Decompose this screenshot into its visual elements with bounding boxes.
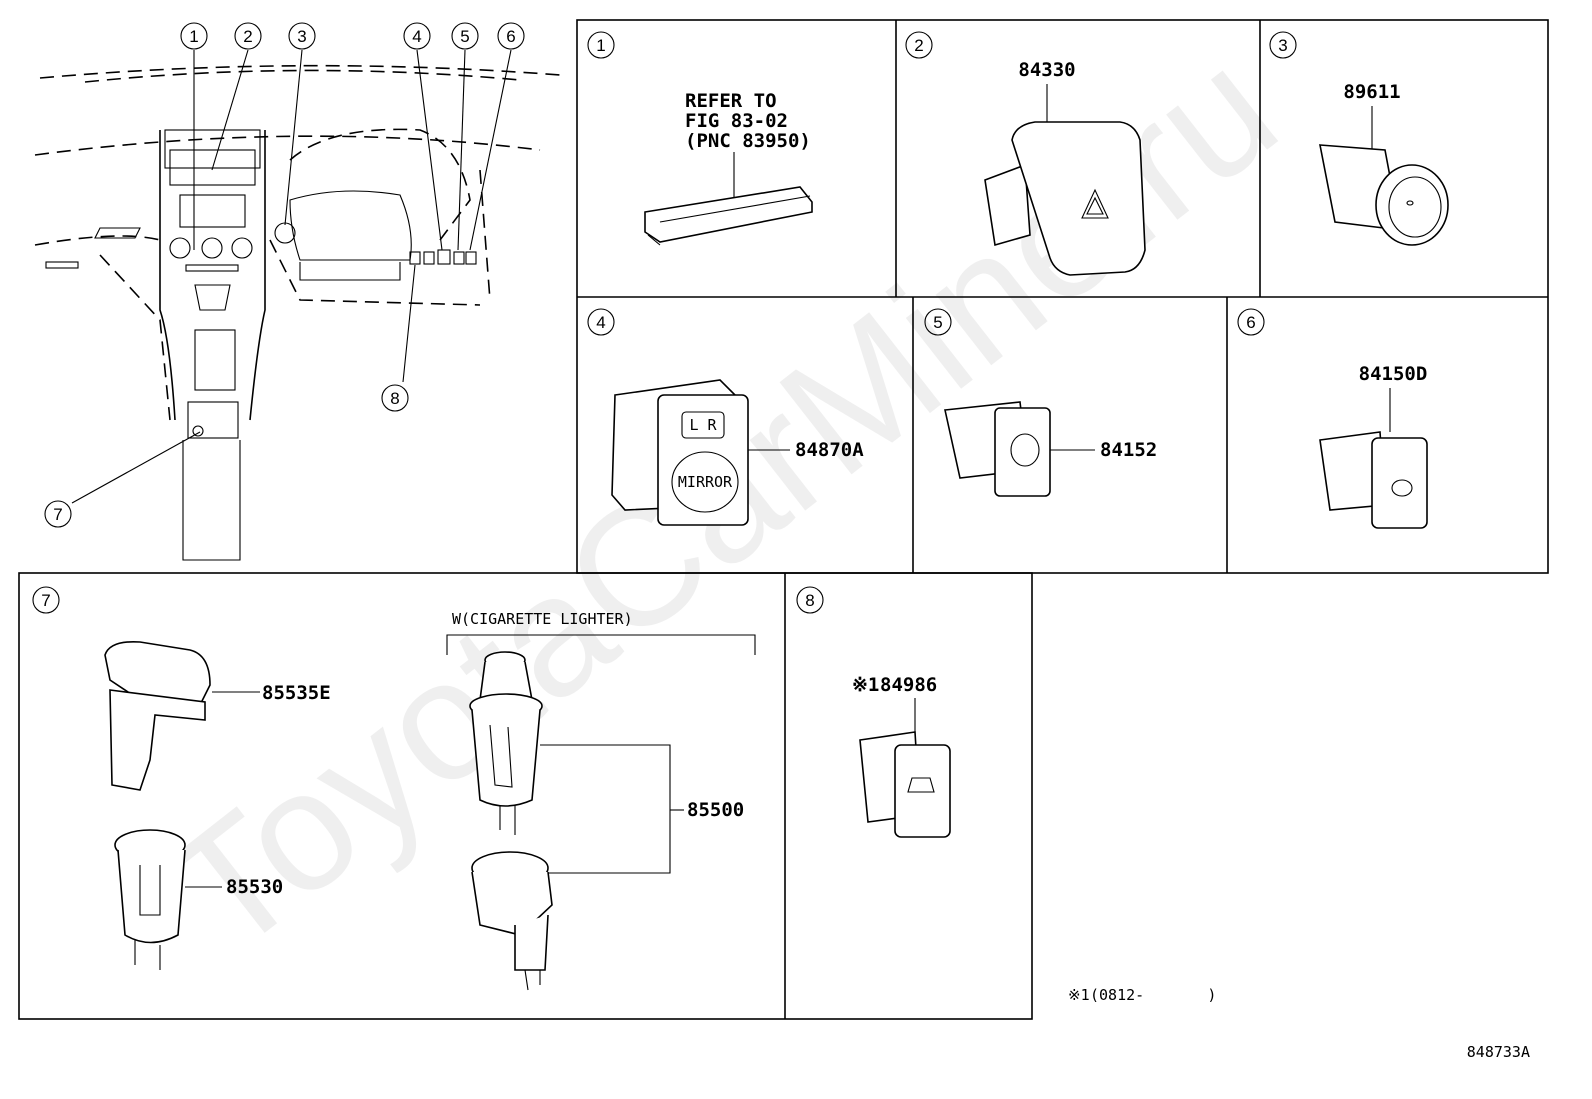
mirror-lr-label: L R bbox=[689, 416, 717, 434]
cigarette-lighter-label: W(CIGARETTE LIGHTER) bbox=[452, 610, 633, 628]
figure-code: 848733A bbox=[1467, 1043, 1530, 1061]
mirror-label: MIRROR bbox=[678, 473, 733, 491]
overview-callout-6: 6 bbox=[497, 22, 525, 50]
part-number-84870A: 84870A bbox=[795, 439, 864, 461]
panel-3: 3 89611 bbox=[1269, 31, 1449, 246]
svg-text:7: 7 bbox=[53, 505, 62, 524]
svg-text:3: 3 bbox=[1278, 36, 1287, 55]
footnote-text: (0812- ) bbox=[1090, 986, 1216, 1004]
refer-line-2: FIG 83-02 bbox=[685, 110, 788, 132]
svg-text:6: 6 bbox=[1246, 313, 1255, 332]
svg-text:4: 4 bbox=[412, 27, 421, 46]
footnote: ※1 (0812- ) bbox=[1068, 986, 1216, 1004]
svg-text:3: 3 bbox=[297, 27, 306, 46]
svg-text:2: 2 bbox=[914, 36, 923, 55]
refer-line-1: REFER TO bbox=[685, 90, 777, 112]
svg-text:8: 8 bbox=[805, 591, 814, 610]
overview-callout-3: 3 bbox=[288, 22, 316, 50]
svg-text:5: 5 bbox=[460, 27, 469, 46]
overview-callout-1: 1 bbox=[180, 22, 208, 50]
panel-8-marker: ※1 bbox=[852, 674, 879, 696]
panel-5: 5 84152 bbox=[924, 308, 1157, 497]
part-number-84986: 84986 bbox=[880, 674, 937, 696]
refer-line-3: (PNC 83950) bbox=[685, 130, 811, 152]
panel-8: 8 ※1 84986 bbox=[796, 586, 951, 838]
panel-2: 2 84330 bbox=[905, 31, 1146, 276]
part-number-85530: 85530 bbox=[226, 876, 283, 898]
part-number-84150D: 84150D bbox=[1359, 363, 1428, 385]
part-number-89611: 89611 bbox=[1343, 81, 1400, 103]
panel-6: 6 84150D bbox=[1237, 308, 1428, 529]
dashboard-overview bbox=[34, 49, 561, 561]
panel-1: 1 REFER TO FIG 83-02 (PNC 83950) bbox=[587, 31, 813, 246]
panel-4: 4 L R MIRROR 84870A bbox=[587, 308, 864, 526]
svg-text:1: 1 bbox=[189, 27, 198, 46]
overview-callout-7: 7 bbox=[44, 500, 72, 528]
part-number-84330: 84330 bbox=[1018, 59, 1075, 81]
svg-text:8: 8 bbox=[390, 389, 399, 408]
footnote-marker: ※1 bbox=[1068, 986, 1090, 1004]
svg-text:4: 4 bbox=[596, 313, 605, 332]
svg-text:6: 6 bbox=[506, 27, 515, 46]
svg-text:1: 1 bbox=[596, 36, 605, 55]
panel-frames bbox=[18, 19, 1549, 1020]
svg-text:2: 2 bbox=[243, 27, 252, 46]
part-number-84152: 84152 bbox=[1100, 439, 1157, 461]
svg-text:5: 5 bbox=[933, 313, 942, 332]
part-number-85500: 85500 bbox=[687, 799, 744, 821]
overview-callout-2: 2 bbox=[234, 22, 262, 50]
part-number-85535E: 85535E bbox=[262, 682, 331, 704]
overview-callout-5: 5 bbox=[451, 22, 479, 50]
panel-7: 7 85535E 85530 W(CIGARETTE LIGHTER) 8550… bbox=[32, 586, 756, 991]
svg-text:7: 7 bbox=[41, 591, 50, 610]
overview-callout-4: 4 bbox=[403, 22, 431, 50]
overview-callout-8: 8 bbox=[381, 384, 409, 412]
